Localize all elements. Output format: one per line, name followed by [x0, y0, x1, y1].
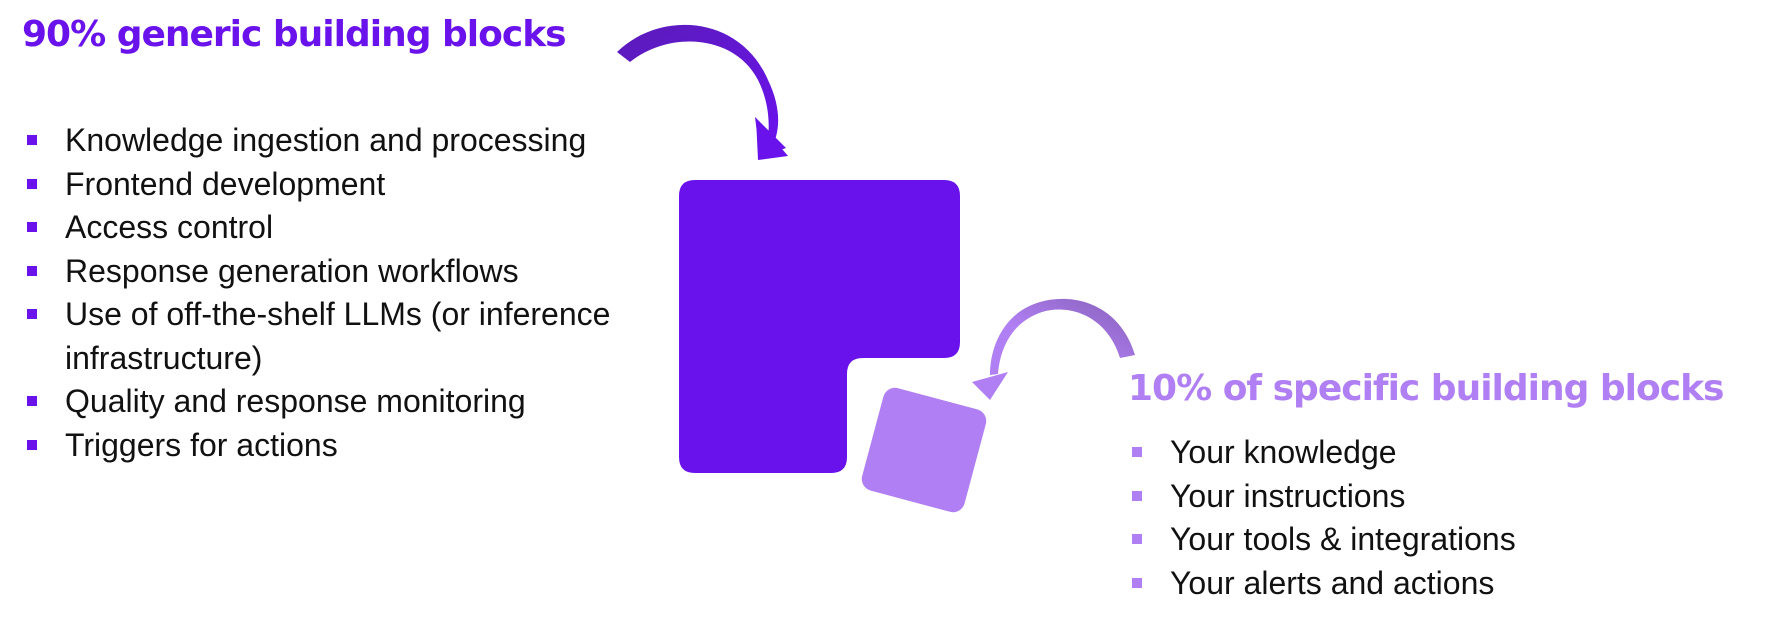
list-item: Response generation workflows	[23, 250, 673, 294]
list-item: Frontend development	[23, 163, 673, 207]
square-bullet-icon	[1132, 447, 1142, 457]
list-item: Your tools & integrations	[1128, 518, 1748, 562]
list-item-text: Your alerts and actions	[1170, 564, 1495, 601]
list-item-text: Use of off-the-shelf LLMs (or inference …	[65, 296, 611, 376]
generic-block-shape	[679, 180, 960, 473]
list-item-text: Your instructions	[1170, 477, 1406, 514]
square-bullet-icon	[27, 265, 37, 276]
list-item: Use of off-the-shelf LLMs (or inference …	[23, 293, 673, 380]
list-item-text: Triggers for actions	[65, 426, 338, 463]
square-bullet-icon	[27, 309, 37, 319]
square-bullet-icon	[27, 396, 37, 406]
square-bullet-icon	[1132, 490, 1142, 501]
list-item-text: Knowledge ingestion and processing	[65, 122, 587, 158]
list-item-text: Your tools & integrations	[1170, 521, 1516, 557]
curved-arrow-left-icon	[972, 298, 1135, 400]
list-item: Your instructions	[1128, 475, 1748, 519]
curved-arrow-down-icon	[617, 24, 788, 160]
specific-blocks-list: Your knowledge Your instructions Your to…	[1128, 431, 1748, 605]
square-bullet-icon	[27, 178, 37, 189]
list-item-text: Response generation workflows	[65, 252, 519, 289]
square-bullet-icon	[27, 439, 37, 450]
list-item: Triggers for actions	[23, 424, 673, 468]
square-bullet-icon	[27, 222, 37, 232]
list-item: Knowledge ingestion and processing	[23, 119, 673, 163]
list-item: Your knowledge	[1128, 431, 1748, 475]
list-item: Quality and response monitoring	[23, 380, 673, 424]
square-bullet-icon	[1132, 577, 1142, 588]
square-bullet-icon	[27, 135, 37, 145]
square-bullet-icon	[1132, 534, 1142, 544]
list-item: Access control	[23, 206, 673, 250]
list-item: Your alerts and actions	[1128, 562, 1748, 606]
list-item-text: Quality and response monitoring	[65, 383, 526, 419]
generic-blocks-list: Knowledge ingestion and processing Front…	[23, 119, 673, 467]
generic-blocks-heading: 90% generic building blocks	[22, 14, 567, 55]
specific-block-shape	[861, 387, 987, 513]
list-item-text: Your knowledge	[1170, 434, 1397, 470]
list-item-text: Access control	[65, 209, 274, 245]
specific-blocks-heading: 10% of specific building blocks	[1128, 368, 1724, 409]
list-item-text: Frontend development	[65, 165, 386, 202]
